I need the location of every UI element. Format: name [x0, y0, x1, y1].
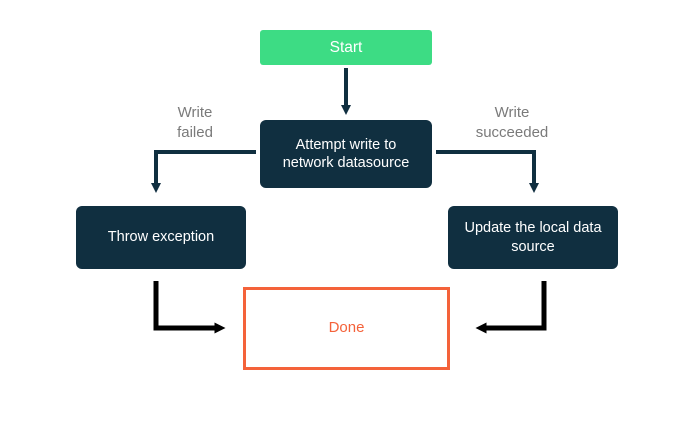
- node-update-line2: source: [511, 238, 555, 255]
- edge-label-write-failed-line1: Write: [177, 104, 213, 121]
- node-attempt-write-line2: network datasource: [282, 155, 410, 171]
- node-attempt-write-line1: Attempt write to: [295, 136, 397, 153]
- edge-throw-to-done: [153, 281, 226, 334]
- node-update-local-data-source[interactable]: Update the local data source: [448, 206, 618, 269]
- node-update-line1: Update the local data: [464, 220, 602, 237]
- edge-label-write-succeeded: Write succeeded: [447, 103, 577, 142]
- edge-attempt-to-update: [436, 150, 539, 193]
- node-attempt-write-label: Attempt write to network datasource: [283, 136, 410, 172]
- node-start[interactable]: Start: [260, 30, 432, 65]
- edge-label-write-succeeded-line1: Write: [494, 104, 530, 121]
- edge-label-write-succeeded-line2: succeeded: [475, 123, 549, 141]
- edge-label-write-failed: Write failed: [145, 103, 245, 142]
- node-update-label: Update the local data source: [464, 219, 601, 255]
- node-attempt-write[interactable]: Attempt write to network datasource: [260, 120, 432, 188]
- node-throw-exception[interactable]: Throw exception: [76, 206, 246, 269]
- edge-update-to-done: [475, 281, 547, 334]
- edge-label-write-failed-line2: failed: [177, 123, 213, 141]
- node-done[interactable]: Done: [243, 287, 450, 370]
- edge-attempt-to-throw: [151, 150, 256, 193]
